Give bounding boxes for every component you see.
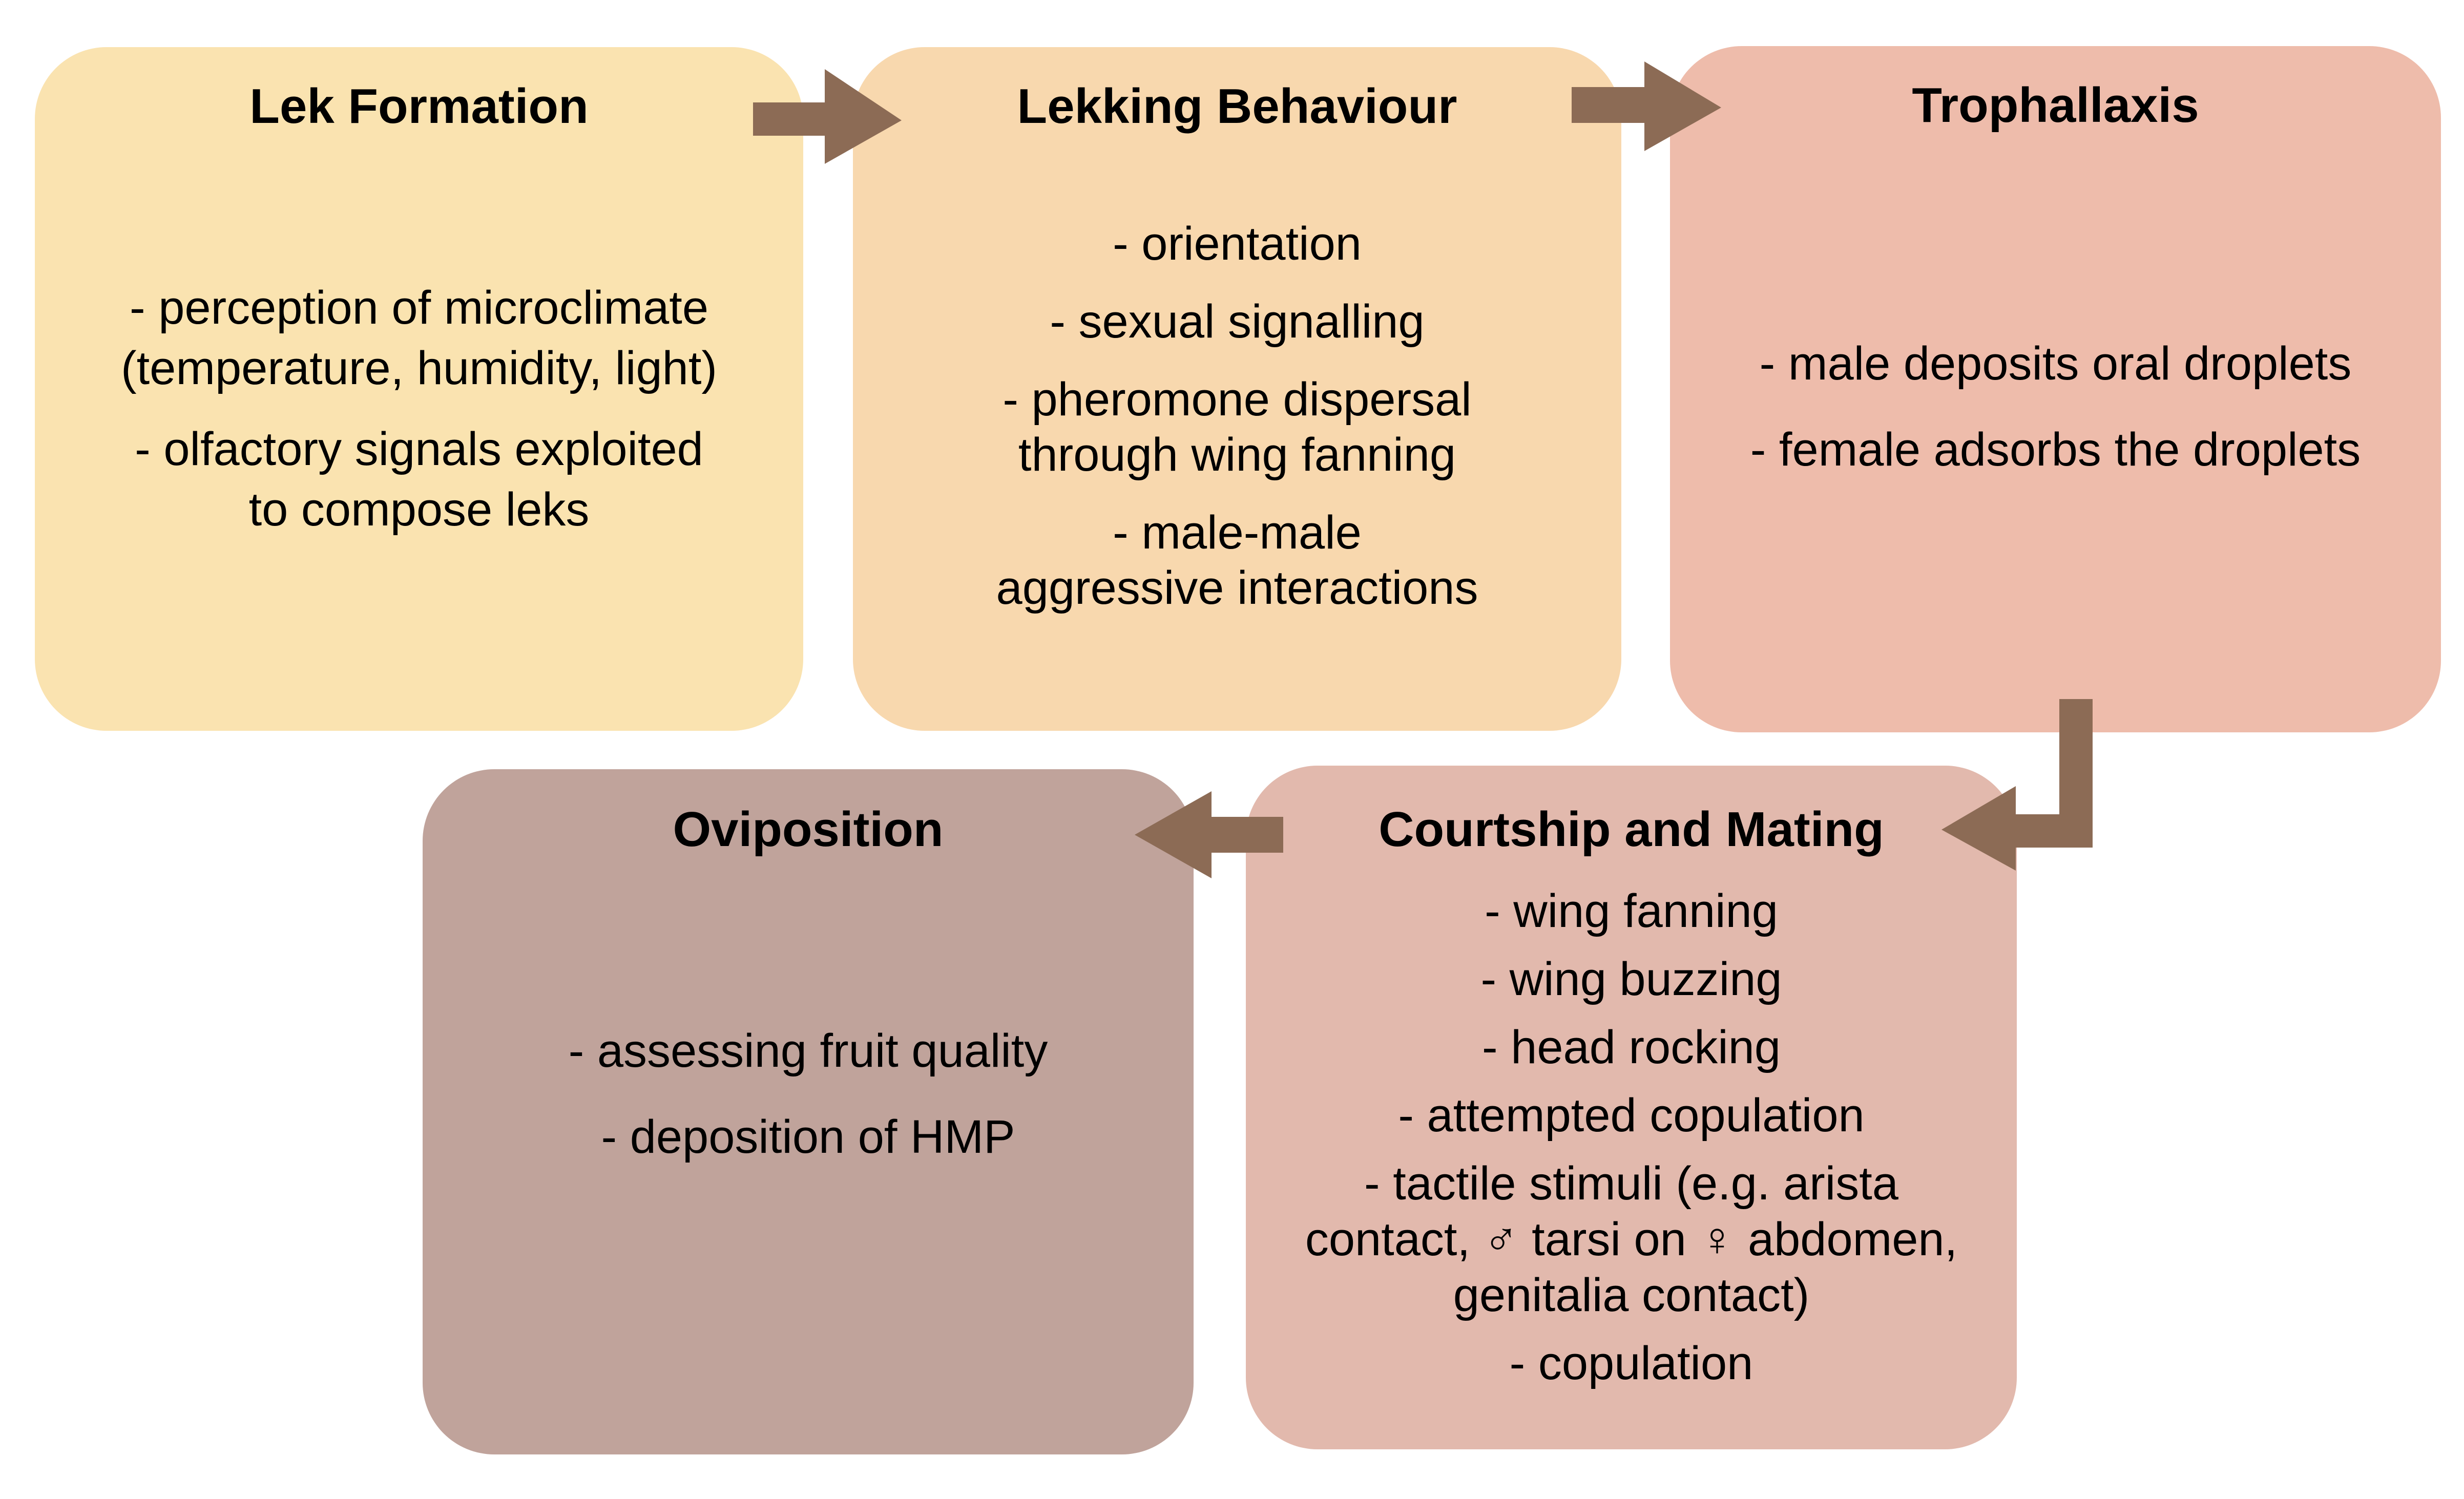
bullet-item: - wing fanning bbox=[1485, 885, 1778, 937]
arrow-courtship-to-oviposition bbox=[1135, 791, 1283, 878]
oviposition-box: Oviposition - assessing fruit quality - d… bbox=[423, 769, 1194, 1454]
bullet-item: - sexual signalling bbox=[1050, 295, 1425, 348]
bullet-item: - assessing fruit quality bbox=[568, 1025, 1048, 1077]
arrow-lek-to-lekking bbox=[753, 69, 902, 164]
courtship-mating-title: Courtship and Mating bbox=[1379, 802, 1884, 857]
arrow-lekking-to-trophallaxis bbox=[1572, 61, 1721, 151]
trophallaxis-box: Trophallaxis - male deposits oral drople… bbox=[1670, 46, 2441, 732]
bullet-item: - olfactory signals exploited to compose… bbox=[135, 423, 703, 536]
bullet-item: - head rocking bbox=[1482, 1021, 1781, 1073]
bullet-item: - orientation bbox=[1113, 218, 1362, 270]
bullet-item: - male-male aggressive interactions bbox=[996, 506, 1478, 614]
oviposition-items: - assessing fruit quality - deposition of… bbox=[423, 1020, 1194, 1168]
oviposition-title: Oviposition bbox=[673, 802, 944, 857]
trophallaxis-title: Trophallaxis bbox=[1912, 78, 2199, 133]
trophallaxis-items: - male deposits oral droplets - female ad… bbox=[1670, 333, 2441, 480]
lekking-behaviour-box: Lekking Behaviour - orientation - sexual … bbox=[853, 47, 1621, 731]
courtship-mating-box: Courtship and Mating - wing fanning- win… bbox=[1246, 766, 2017, 1449]
bullet-item: - perception of microclimate (temperatur… bbox=[120, 282, 718, 394]
bullet-item: - female adsorbs the droplets bbox=[1750, 424, 2361, 476]
lekking-behaviour-title: Lekking Behaviour bbox=[1017, 79, 1457, 134]
bullet-item: - tactile stimuli (e.g. arista contact, … bbox=[1305, 1157, 1958, 1321]
lekking-behaviour-items: - orientation - sexual signalling - pherom… bbox=[853, 216, 1621, 616]
courtship-mating-items: - wing fanning - wing buzzing - head rocki… bbox=[1246, 883, 2017, 1391]
lek-formation-box: Lek Formation - perception of microclima… bbox=[35, 47, 803, 731]
bullet-item: - copulation bbox=[1509, 1337, 1753, 1389]
arrow-trophallaxis-to-courtship bbox=[1941, 699, 2093, 871]
bullet-item: - wing buzzing bbox=[1480, 953, 1782, 1005]
lek-formation-title: Lek Formation bbox=[249, 79, 589, 134]
bullet-item: - pheromone dispersal through wing fanni… bbox=[1003, 373, 1472, 481]
bullet-item: - attempted copulation bbox=[1398, 1089, 1865, 1142]
bullet-item: - deposition of HMP bbox=[601, 1111, 1015, 1163]
bullet-item: - male deposits oral droplets bbox=[1759, 337, 2352, 390]
lek-formation-items: - perception of microclimate (temperatur… bbox=[35, 278, 803, 540]
